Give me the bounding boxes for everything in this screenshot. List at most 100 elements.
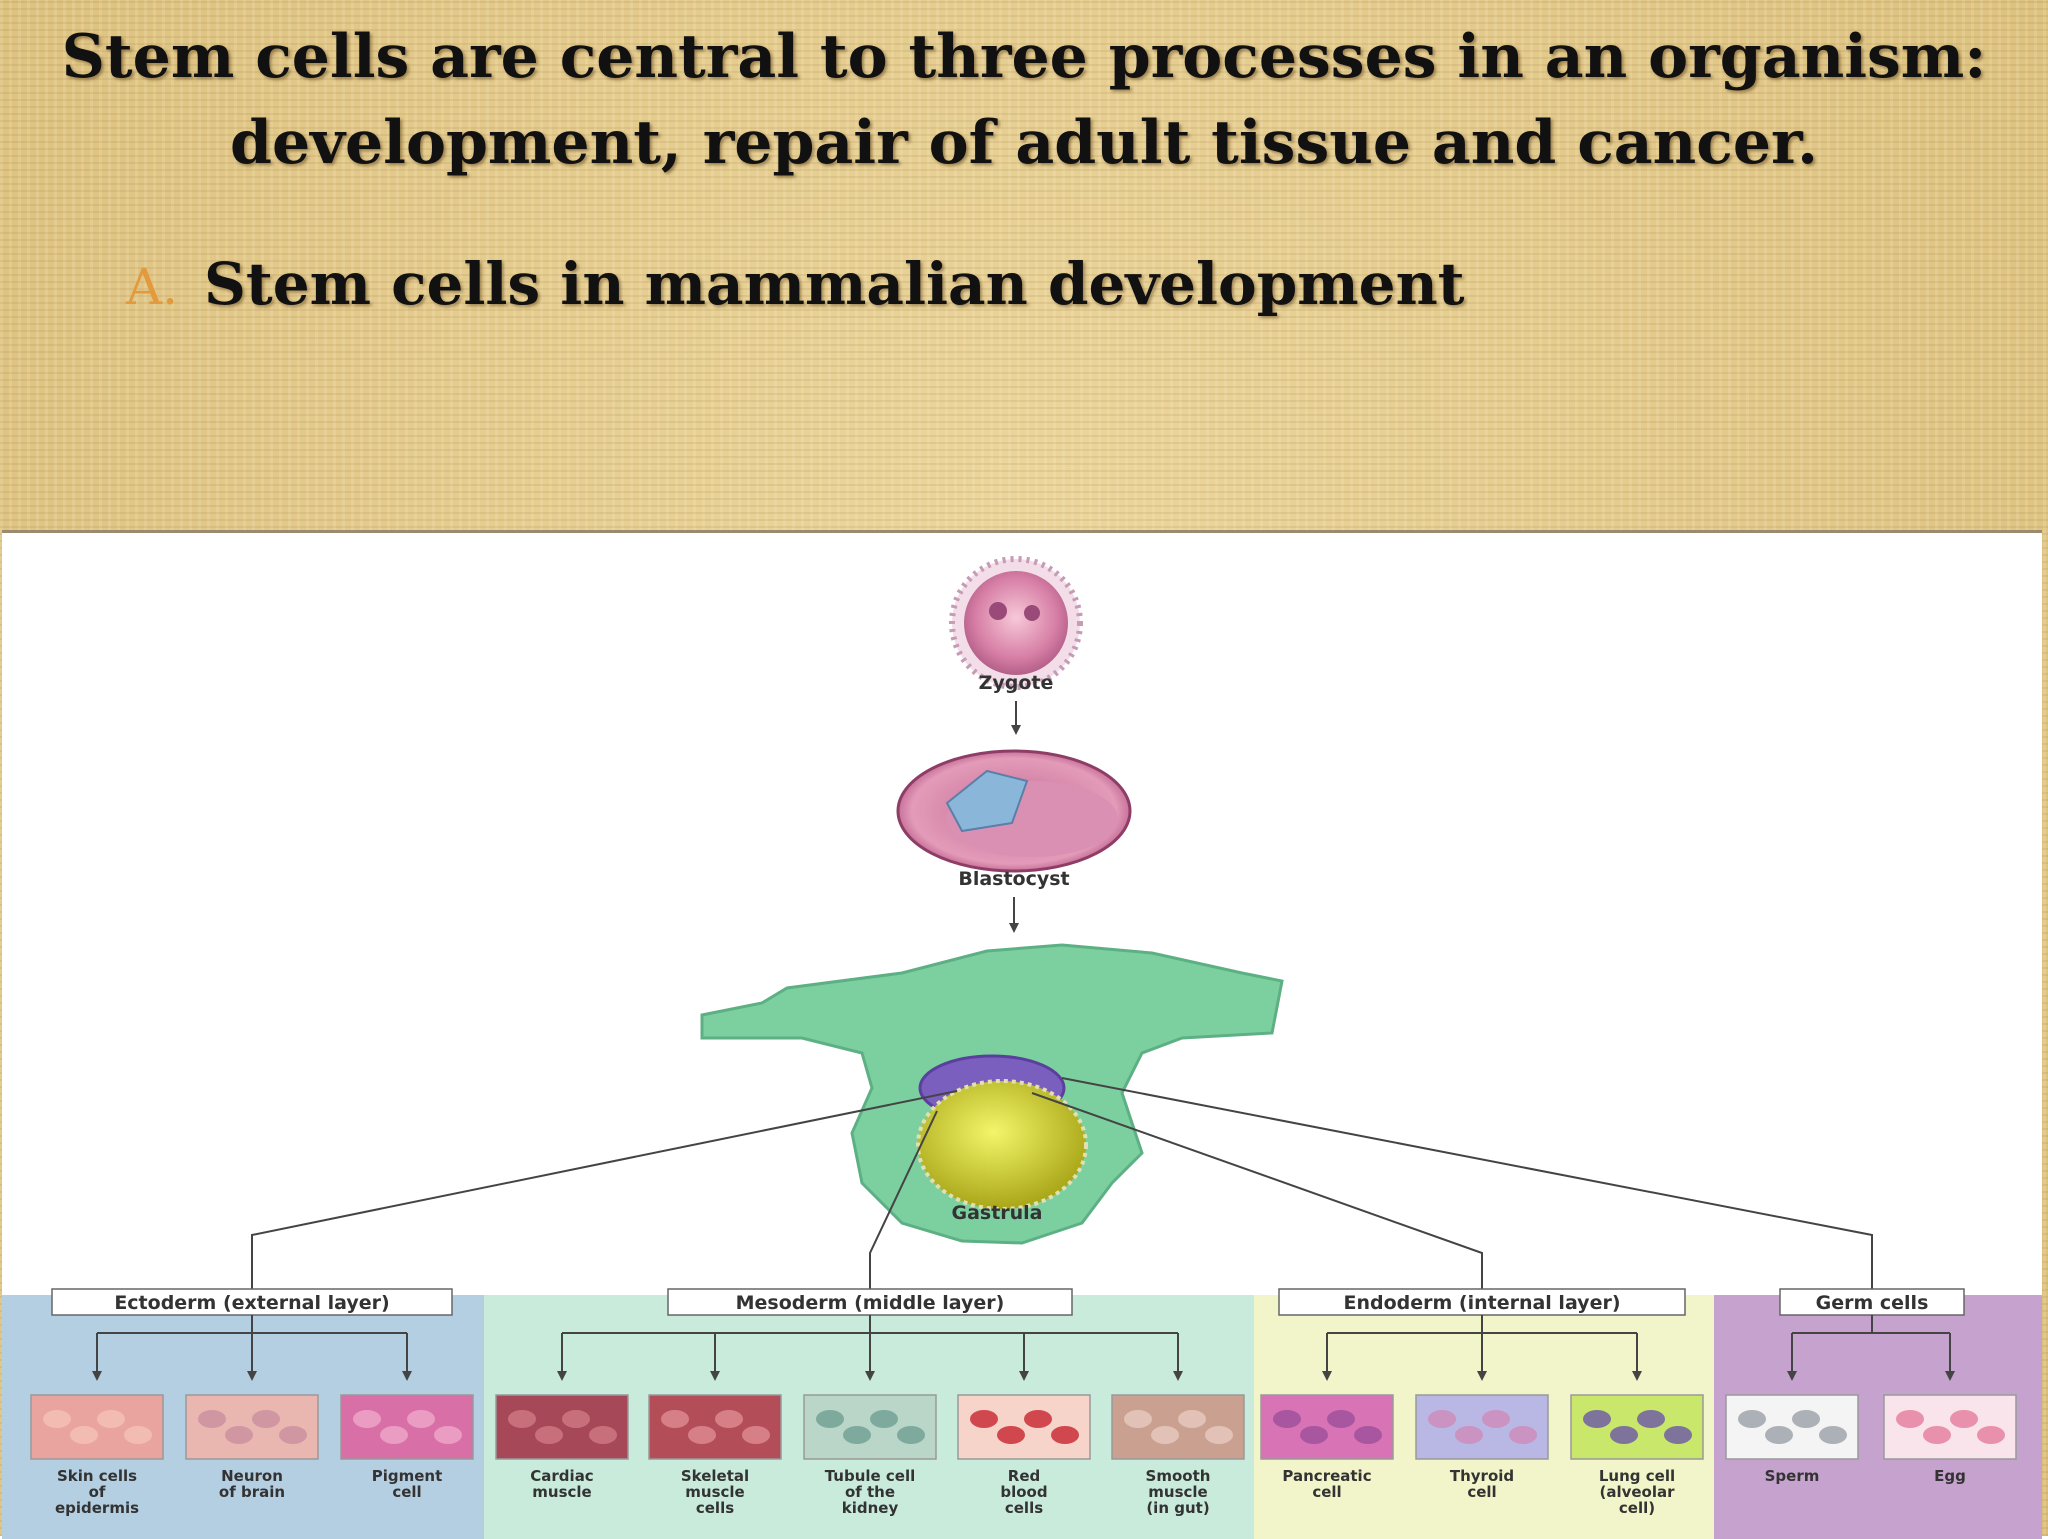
cell-label: Tubule cell [825, 1467, 916, 1485]
blastocyst-label: Blastocyst [958, 868, 1069, 890]
connector-germ [1061, 1077, 1873, 1298]
cell-label: cell [392, 1483, 421, 1501]
cell-texture [715, 1410, 743, 1428]
cell-texture [1896, 1410, 1924, 1428]
blastocyst-illustration [896, 749, 1132, 873]
cell-texture [1819, 1426, 1847, 1444]
gastrula-illustration [700, 943, 1284, 1245]
layer-label: Endoderm (internal layer) [1343, 1292, 1620, 1314]
cell-texture [508, 1410, 536, 1428]
cell-texture [897, 1426, 925, 1444]
connector-ectoderm [251, 1090, 958, 1298]
cell-texture [43, 1410, 71, 1428]
cell-label: blood [1000, 1483, 1047, 1501]
cell-texture [225, 1426, 253, 1444]
cell-texture [1151, 1426, 1179, 1444]
cell-label: Neuron [221, 1467, 283, 1485]
cell-label: Skeletal [681, 1467, 749, 1485]
cell-texture [1205, 1426, 1233, 1444]
cell-texture [816, 1410, 844, 1428]
cell-label: cells [696, 1499, 734, 1517]
development-figure: Zygote Blastocyst Gastrula Ectoderm (ext… [2, 530, 2042, 1539]
slide-title: Stem cells are central to three processe… [40, 14, 2008, 186]
bullet-text: Stem cells in mammalian development [204, 250, 1465, 318]
cell-texture [70, 1426, 98, 1444]
cell-texture [1354, 1426, 1382, 1444]
cell-texture [380, 1426, 408, 1444]
cell-texture [970, 1410, 998, 1428]
cell-texture [407, 1410, 435, 1428]
cell-label: cells [1005, 1499, 1043, 1517]
cell-texture [1300, 1426, 1328, 1444]
cell-texture [1765, 1426, 1793, 1444]
cell-label: Lung cell [1599, 1467, 1675, 1485]
cell-texture [198, 1410, 226, 1428]
cell-label: kidney [842, 1499, 899, 1517]
cell-texture [1024, 1410, 1052, 1428]
cell-label: Thyroid [1450, 1467, 1514, 1485]
cell-label: muscle [532, 1483, 591, 1501]
cell-label: muscle [1148, 1483, 1207, 1501]
cell-texture [1923, 1426, 1951, 1444]
cell-texture [1738, 1410, 1766, 1428]
cell-label: epidermis [55, 1499, 139, 1517]
cell-texture [1455, 1426, 1483, 1444]
cell-label: of brain [219, 1483, 285, 1501]
cell-texture [997, 1426, 1025, 1444]
layer-label: Ectoderm (external layer) [114, 1292, 389, 1314]
cell-texture [1950, 1410, 1978, 1428]
layer-label-box [667, 1288, 1073, 1316]
cell-texture [1273, 1410, 1301, 1428]
gastrula-connectors [251, 1077, 1873, 1298]
zygote-label: Zygote [979, 672, 1054, 694]
cell-label: Pigment [372, 1467, 443, 1485]
title-line-1: Stem cells are central to three processe… [61, 22, 1987, 92]
cell-label: cell [1312, 1483, 1341, 1501]
layer-label: Mesoderm (middle layer) [736, 1292, 1005, 1314]
gastrula-label: Gastrula [951, 1202, 1042, 1224]
layer-group-1: Ectoderm (external layer) Skin cellsofepi… [2, 1288, 484, 1539]
layer-group-3: Endoderm (internal layer)PancreaticcellT… [1254, 1288, 1714, 1539]
cell-label: Sperm [1765, 1467, 1820, 1485]
cell-texture [1610, 1426, 1638, 1444]
cell-texture [688, 1426, 716, 1444]
zygote-illustration [949, 556, 1083, 690]
development-diagram: Zygote Blastocyst Gastrula Ectoderm (ext… [2, 556, 2042, 1539]
bullet-marker: A. [126, 258, 179, 316]
connector-endoderm [1031, 1092, 1483, 1298]
cell-texture [1327, 1410, 1355, 1428]
cell-label: Red [1008, 1467, 1040, 1485]
cell-texture [562, 1410, 590, 1428]
cell-label: cell [1467, 1483, 1496, 1501]
cell-texture [1977, 1426, 2005, 1444]
cell-texture [1178, 1410, 1206, 1428]
cell-label: Egg [1934, 1467, 1966, 1485]
cell-texture [1428, 1410, 1456, 1428]
cell-texture [1124, 1410, 1152, 1428]
cell-label: (alveolar [1599, 1483, 1675, 1501]
cell-texture [589, 1426, 617, 1444]
cell-label: cell) [1619, 1499, 1655, 1517]
layer-label-box [51, 1288, 453, 1316]
cell-texture [279, 1426, 307, 1444]
cell-texture [434, 1426, 462, 1444]
layer-label-box [1278, 1288, 1686, 1316]
cell-texture [124, 1426, 152, 1444]
cell-label: of the [845, 1483, 895, 1501]
connector-mesoderm [869, 1110, 938, 1298]
cell-texture [1664, 1426, 1692, 1444]
cell-texture [1051, 1426, 1079, 1444]
germ-layer-bands: Ectoderm (external layer) Skin cellsofepi… [2, 1288, 2042, 1539]
cell-label: muscle [685, 1483, 744, 1501]
layer-group-2: Mesoderm (middle layer)CardiacmuscleSkel… [484, 1288, 1254, 1539]
cell-texture [661, 1410, 689, 1428]
cell-texture [843, 1426, 871, 1444]
cell-texture [535, 1426, 563, 1444]
cell-label: Skin cells [57, 1467, 137, 1485]
layer-label: Germ cells [1816, 1292, 1929, 1314]
bullet-item: A. Stem cells in mammalian development [126, 250, 1465, 318]
cell-texture [97, 1410, 125, 1428]
cell-label: Pancreatic [1282, 1467, 1371, 1485]
cell-label: of [89, 1483, 106, 1501]
